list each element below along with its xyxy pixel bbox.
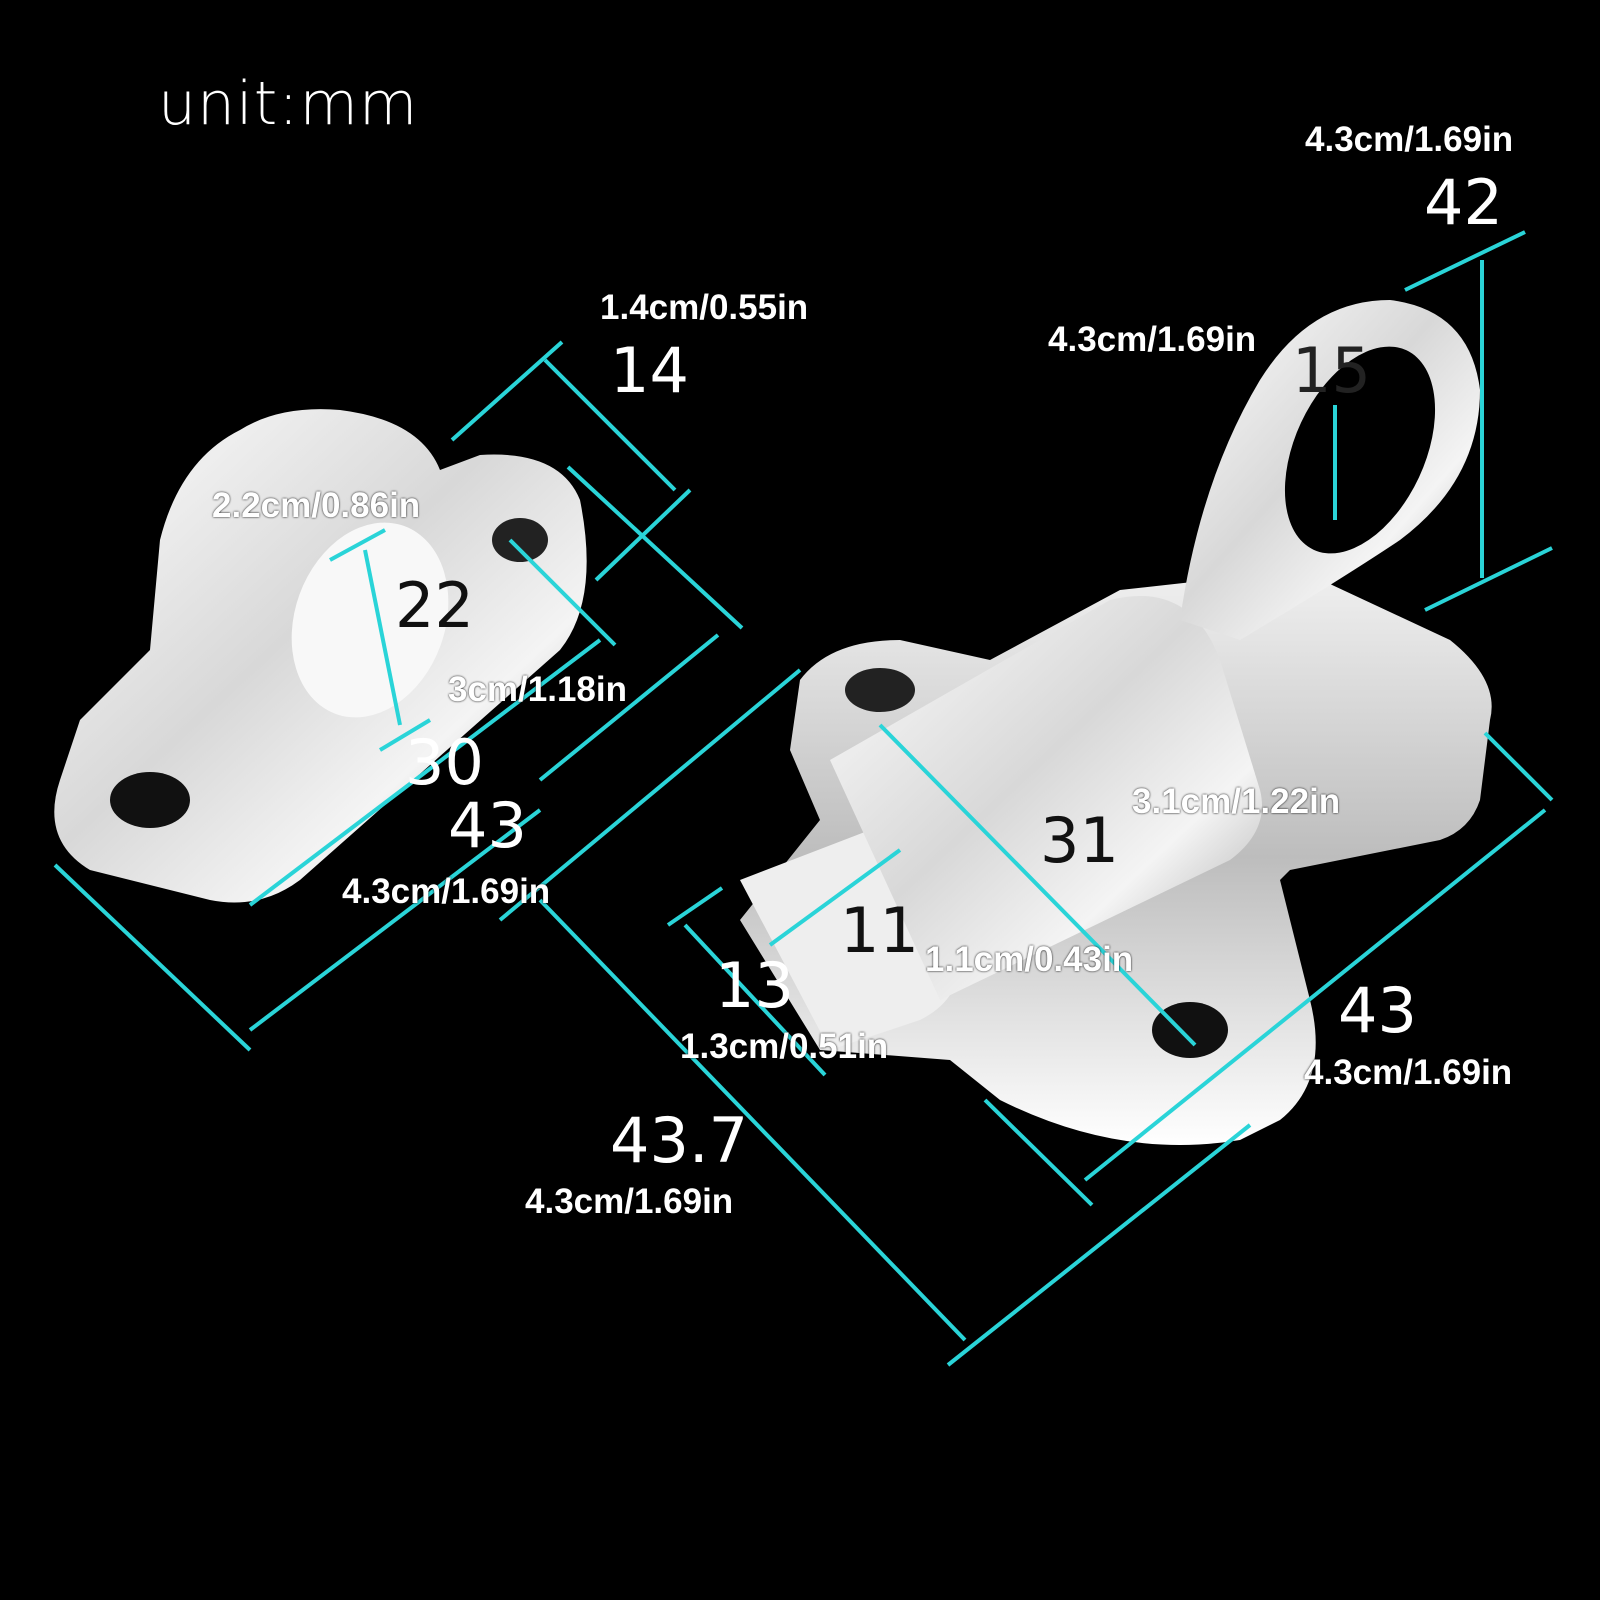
keeper-width-imperial: 3cm/1.18in	[448, 670, 627, 709]
ring-inner-imperial: 4.3cm/1.69in	[1048, 320, 1257, 359]
barrel-bolt	[740, 300, 1492, 1145]
bolt-extension-mm: 13	[715, 949, 794, 1022]
keeper-height-mm: 22	[395, 569, 474, 642]
base-width-mm: 43	[1338, 974, 1417, 1047]
keeper-bracket	[54, 409, 587, 903]
ring-inner-mm: 15	[1292, 334, 1371, 407]
keeper-depth-mm: 14	[610, 334, 689, 407]
base-width-imperial: 4.3cm/1.69in	[1304, 1053, 1513, 1092]
keeper-height-imperial: 2.2cm/0.86in	[212, 486, 421, 525]
barrel-length-mm: 31	[1040, 804, 1119, 877]
ring-total-height-imperial: 4.3cm/1.69in	[1305, 120, 1514, 159]
dimension-lines	[53, 230, 1554, 1367]
ring-total-height-mm: 42	[1424, 166, 1503, 239]
keeper-depth-imperial: 1.4cm/0.55in	[600, 288, 809, 327]
bolt-extension-imperial: 1.3cm/0.51in	[680, 1027, 889, 1066]
bolt-diameter-imperial: 1.1cm/0.43in	[925, 940, 1134, 979]
keeper-width-mm: 30	[405, 726, 484, 799]
total-length-imperial: 4.3cm/1.69in	[525, 1182, 734, 1221]
unit-label: unit:mm	[158, 69, 419, 139]
keeper-length-imperial: 4.3cm/1.69in	[342, 872, 551, 911]
total-length-mm: 43.7	[610, 1104, 749, 1177]
bolt-diameter-mm: 11	[840, 894, 919, 967]
barrel-length-imperial: 3.1cm/1.22in	[1132, 782, 1341, 821]
keeper-length-mm: 43	[448, 789, 527, 862]
